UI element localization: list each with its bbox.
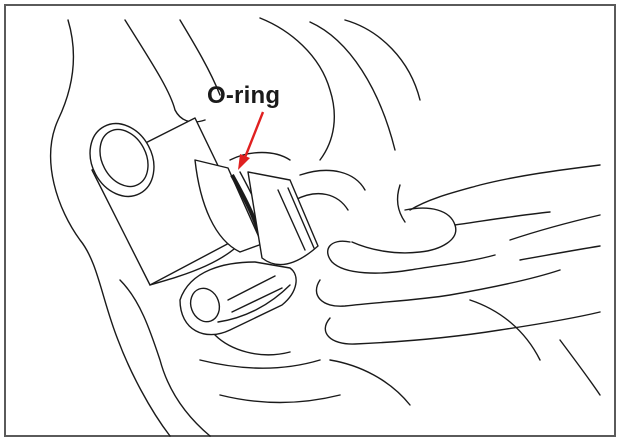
sensor-drawing	[78, 112, 318, 334]
callout-arrow	[238, 112, 263, 170]
o-ring-label: O-ring	[207, 82, 280, 110]
right-hand-drawing	[316, 165, 600, 395]
